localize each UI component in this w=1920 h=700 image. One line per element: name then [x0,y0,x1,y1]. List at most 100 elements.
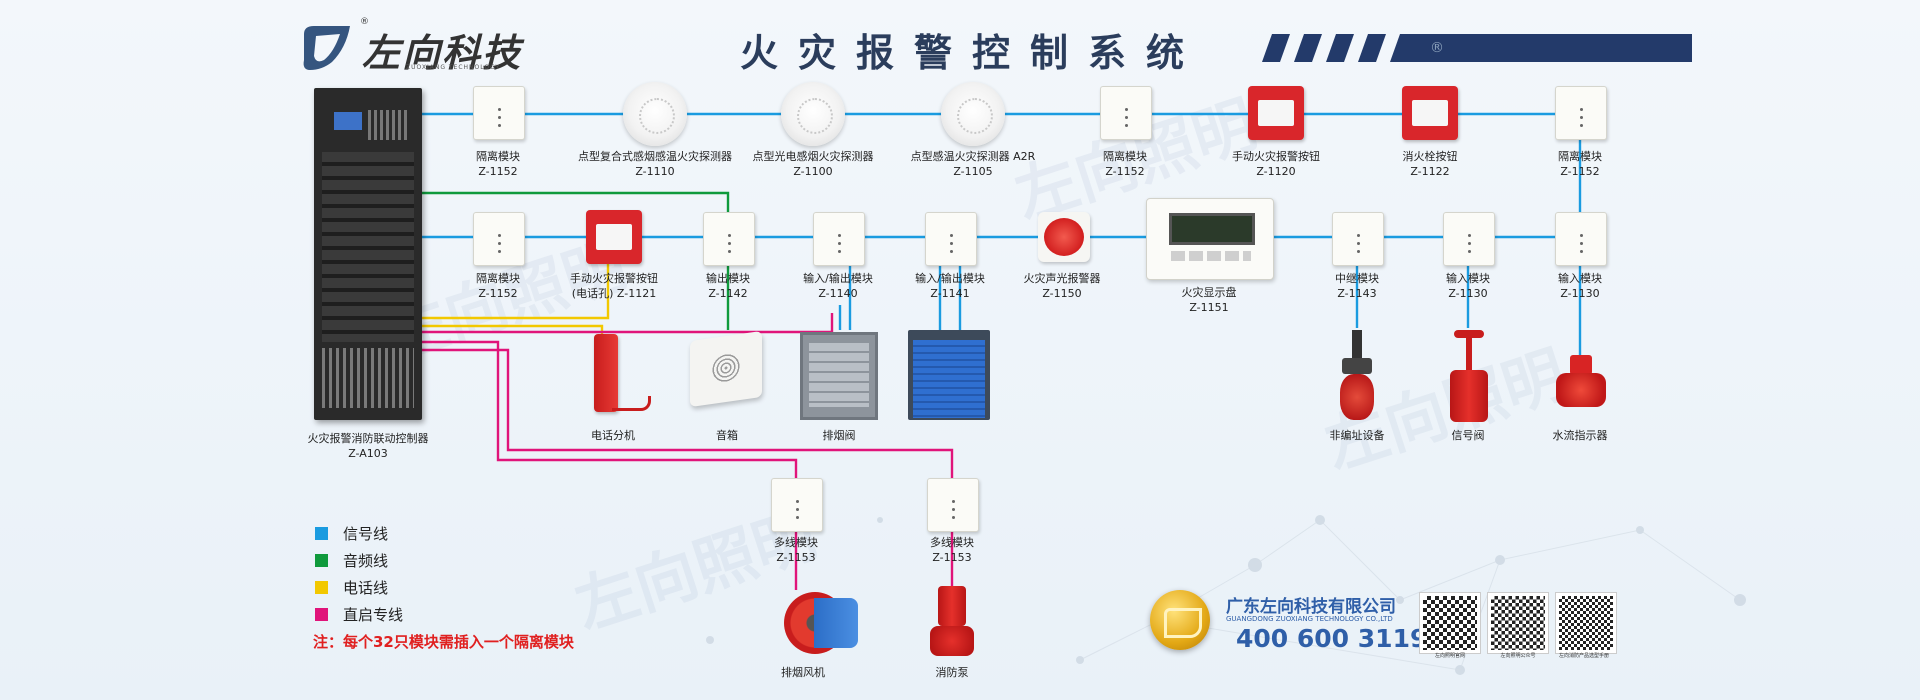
heat-detector [941,82,1005,146]
legend-swatch-audio [315,554,328,567]
signal-valve [1450,330,1488,422]
device-name: 隔离模块 [1558,150,1602,163]
speaker [690,330,762,408]
brand-english: ZUOXIANG TECHNOLOGY [406,64,501,71]
legend-label: 电话线 [343,579,389,597]
hydrant-button [1402,86,1458,140]
device-model: Z-1153 [932,551,972,564]
device-model: Z-1120 [1256,165,1296,178]
device-name: 隔离模块 [1103,150,1147,163]
controller-panel-rows [322,152,414,342]
device-model: (电话孔) Z-1121 [571,287,657,300]
controller-model: Z-A103 [348,447,388,460]
isolation-module [473,212,525,266]
roller-shutter [908,330,990,420]
device-model: Z-1152 [1105,165,1145,178]
device-name: 隔离模块 [476,272,520,285]
device-model: Z-1130 [1560,287,1600,300]
device-model: Z-1152 [1560,165,1600,178]
header-stripe [1262,34,1692,62]
device-name: 隔离模块 [476,150,520,163]
device-model: Z-1153 [776,551,816,564]
stripe-reg-mark: ® [1430,40,1444,56]
output-module [703,212,755,266]
device-model: Z-1130 [1448,287,1488,300]
device-name: 消火栓按钮 [1402,150,1458,163]
smoke-exhaust-valve [800,332,878,420]
device-name: 点型复合式感烟感温火灾探测器 [578,150,732,163]
company-name-en: GUANGDONG ZUOXIANG TECHNOLOGY CO.,LTD [1226,615,1393,623]
fire-alarm-controller [314,88,422,420]
input-module [1443,212,1495,266]
multiline-module [771,478,823,532]
brand-logo [298,22,356,74]
device-name: 排烟风机 [781,666,825,679]
qr-label: 左向照明公众号 [1500,653,1536,659]
device-name: 非编址设备 [1329,429,1385,442]
phone-cord [612,396,651,411]
qr-code [1420,593,1480,653]
device-name: 输入/输出模块 [803,272,873,285]
non-addressable-device [1340,330,1376,420]
device-model: Z-1143 [1337,287,1377,300]
qr-label: 左向照明官网 [1434,653,1465,659]
audio-lines [420,191,730,330]
controller-name: 火灾报警消防联动控制器 [307,432,429,445]
device-name: 手动火灾报警按钮 [1232,150,1320,163]
legend-swatch-direct [315,608,328,621]
device-name: 点型感温火灾探测器 A2R [910,150,1036,163]
company-name: 广东左向科技有限公司 [1226,597,1396,617]
display-buttons [1171,251,1251,261]
io-module [813,212,865,266]
device-model: Z-1151 [1189,301,1229,314]
isolation-module [1100,86,1152,140]
isolation-note: 注：每个32只模块需插入一个隔离模块 [313,633,574,651]
device-name: 输入模块 [1446,272,1490,285]
smoke-detector [781,82,845,146]
io-module [925,212,977,266]
device-name: 中继模块 [1335,272,1379,285]
brand-reg-mark: ® [360,17,369,27]
isolation-module [1555,86,1607,140]
relay-module [1332,212,1384,266]
controller-relay-rows [322,348,414,408]
brand-name: 左向科技 [362,30,523,75]
controller-keypad [368,110,408,140]
device-model: Z-1141 [930,287,970,300]
device-name: 手动火灾报警按钮 [570,272,658,285]
qr-code [1556,593,1616,653]
device-name: 多线模块 [930,536,974,549]
isolation-module [473,86,525,140]
device-name: 输入/输出模块 [915,272,985,285]
manual-alarm-button [1248,86,1304,140]
device-model: Z-1105 [953,165,993,178]
speaker-grille [712,352,740,384]
device-name: 多线模块 [774,536,818,549]
device-name: 点型光电感烟火灾探测器 [752,150,874,163]
fire-display-panel [1146,198,1274,280]
brand-logo-icon [303,26,350,70]
legend-label: 直启专线 [343,606,404,624]
device-name: 输入模块 [1558,272,1602,285]
composite-detector [623,82,687,146]
smoke-exhaust-fan [784,588,860,660]
device-model: Z-1140 [818,287,858,300]
device-model: Z-1122 [1410,165,1450,178]
display-screen [1169,213,1255,245]
device-name: 电话分机 [591,429,635,442]
multiline-module [927,478,979,532]
input-module [1555,212,1607,266]
device-name: 输出模块 [706,272,750,285]
device-model: Z-1142 [708,287,748,300]
device-model: Z-1110 [635,165,675,178]
legend-label: 音频线 [343,552,389,570]
legend-swatch-signal [315,527,328,540]
device-name: 消防泵 [935,666,969,679]
device-name: 火灾声光报警器 [1023,272,1101,285]
water-flow-indicator [1556,355,1606,421]
qr-code [1488,593,1548,653]
company-phone: 400 600 3119 [1236,624,1428,653]
device-name: 排烟阀 [822,429,856,442]
legend-label: 信号线 [343,525,389,543]
